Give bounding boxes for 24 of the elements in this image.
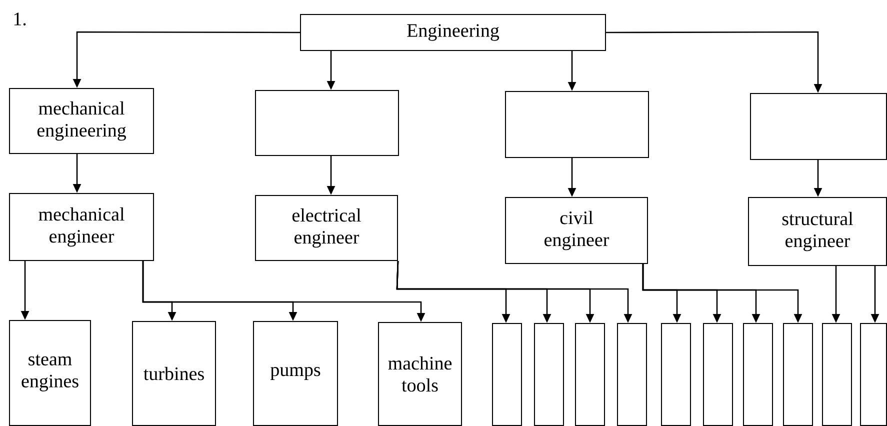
- process-box: steam engines: [9, 320, 92, 426]
- empty-box: [575, 323, 605, 426]
- process-box: turbines: [132, 321, 216, 426]
- process-box: civil engineer: [505, 197, 648, 264]
- process-box: mechanical engineering: [9, 88, 154, 154]
- empty-box: [783, 323, 813, 426]
- process-box: pumps: [253, 321, 338, 426]
- process-box: structural engineer: [748, 197, 887, 266]
- empty-box: [617, 323, 647, 426]
- empty-box: [661, 323, 691, 426]
- empty-box: [492, 323, 522, 426]
- process-box: electrical engineer: [255, 195, 398, 261]
- process-box: machine tools: [378, 322, 462, 426]
- empty-box: [703, 323, 733, 426]
- empty-box: [822, 323, 852, 426]
- process-box: mechanical engineer: [9, 193, 154, 261]
- empty-box: [750, 93, 887, 160]
- empty-box: [860, 323, 887, 426]
- empty-box: [505, 91, 649, 158]
- figure-number: 1.: [14, 12, 26, 26]
- empty-box: [534, 323, 564, 426]
- empty-box: [255, 90, 399, 156]
- process-box: Engineering: [300, 14, 606, 51]
- empty-box: [743, 323, 773, 426]
